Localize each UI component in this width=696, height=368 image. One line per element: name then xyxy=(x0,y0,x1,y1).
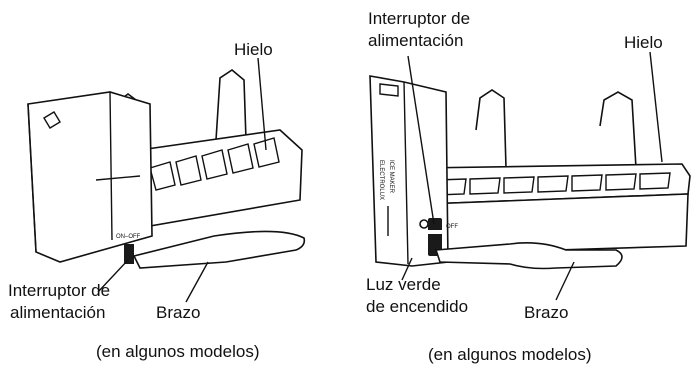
left-back-bracket-2 xyxy=(215,69,247,141)
left-ice-maker: ON–OFF Hielo Interruptor de alimentación… xyxy=(8,40,306,361)
right-arm xyxy=(434,242,623,270)
right-switch-marking: OFF xyxy=(446,224,458,230)
left-power-switch xyxy=(124,244,134,264)
right-light-label-2: de encendido xyxy=(366,297,468,316)
left-switch-marking: ON–OFF xyxy=(116,234,141,240)
right-ice-label: Hielo xyxy=(624,33,663,52)
right-switch-label-1: Interruptor de xyxy=(368,9,470,28)
right-light-label-1: Luz verde xyxy=(366,275,441,294)
right-lower-body xyxy=(425,193,689,255)
left-arm-label: Brazo xyxy=(156,303,200,322)
svg-text:ICE MAKER: ICE MAKER xyxy=(388,160,394,194)
right-housing-text: ELECTROLUX ICE MAKER xyxy=(378,160,394,200)
left-ice-label: Hielo xyxy=(234,40,273,59)
right-back-bracket-2 xyxy=(599,91,637,169)
left-arm xyxy=(132,230,306,269)
left-switch-label-2: alimentación xyxy=(10,303,105,322)
left-switch-label-1: Interruptor de xyxy=(8,281,110,300)
right-arm-label: Brazo xyxy=(524,303,568,322)
svg-text:ELECTROLUX: ELECTROLUX xyxy=(378,160,384,200)
right-back-bracket xyxy=(475,89,507,169)
left-caption: (en algunos modelos) xyxy=(96,342,259,361)
left-mold-cups xyxy=(149,137,280,191)
right-power-switch xyxy=(428,218,442,256)
right-switch-label-2: alimentación xyxy=(368,31,463,50)
right-ice-maker: ELECTROLUX ICE MAKER OFF Interruptor de … xyxy=(366,9,691,364)
right-green-light xyxy=(419,219,429,229)
left-tray xyxy=(139,129,303,227)
right-caption: (en algunos modelos) xyxy=(428,345,591,364)
